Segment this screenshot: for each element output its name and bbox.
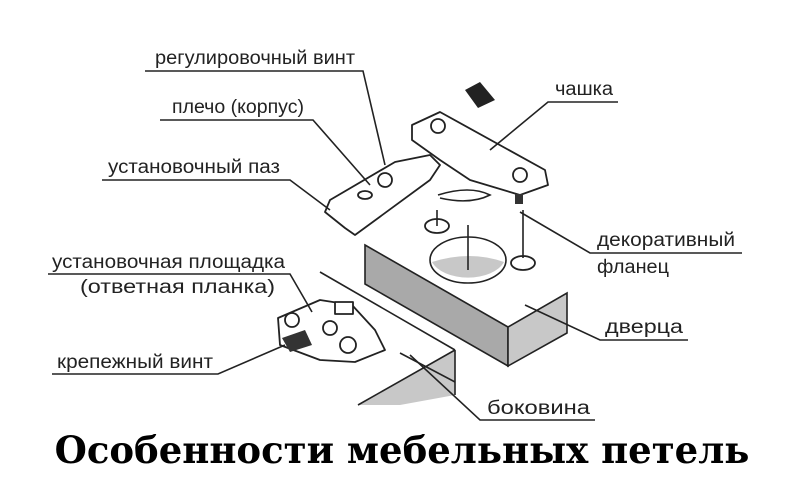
door-panel [364, 210, 568, 368]
label-adjust-screw: регулировочный винт [155, 48, 355, 69]
mounting-plate [277, 299, 386, 363]
label-side: боковина [487, 398, 591, 419]
page-title: Особенности мебельных петель [54, 428, 750, 472]
label-flange-1: декоративный [597, 230, 735, 251]
label-fix-screw: крепежный винт [57, 352, 213, 373]
label-arm: плечо (корпус) [172, 97, 304, 118]
label-mount-slot: установочный паз [108, 157, 280, 178]
arrow-icon [465, 82, 495, 108]
leader-door [524, 304, 688, 341]
hinge [324, 82, 549, 236]
label-cup: чашка [555, 79, 613, 100]
leader-arm [160, 119, 371, 186]
label-door: дверца [605, 317, 684, 338]
label-flange-2: фланец [597, 257, 669, 278]
leader-side [409, 354, 595, 421]
leader-flange [519, 211, 742, 254]
side-panel [319, 271, 456, 406]
leader-plate [48, 273, 313, 313]
leader-adjust-screw [145, 70, 386, 166]
leader-mount-slot [102, 179, 331, 211]
label-plate-2: (ответная планка) [80, 277, 275, 298]
leader-fix-screw [52, 344, 286, 375]
label-plate-1: установочная площадка [52, 252, 285, 273]
leader-cup [489, 101, 618, 151]
